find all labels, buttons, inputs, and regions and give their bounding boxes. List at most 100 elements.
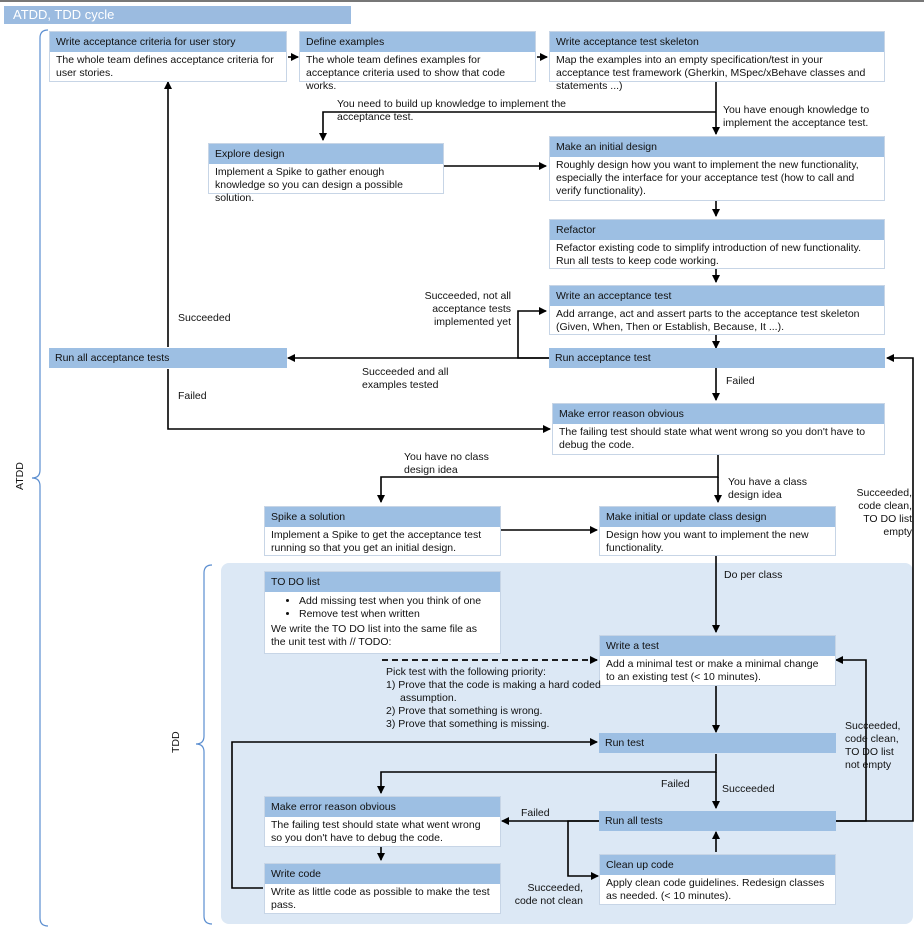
bar-run-all-tests[interactable]: Run all tests: [599, 811, 836, 831]
label-line: 1) Prove that the code is making a hard …: [386, 679, 601, 691]
arrow-run-all-clean-up: [567, 820, 600, 880]
box-title: Clean up code: [600, 855, 835, 875]
box-write-a-test[interactable]: Write a test Add a minimal test or make …: [599, 635, 836, 686]
label-line: design idea: [404, 464, 458, 476]
label-line: implemented yet: [433, 316, 511, 328]
box-body: Map the examples into an empty specifica…: [556, 54, 866, 92]
label-line: code not clean: [514, 895, 583, 907]
label-line: 2) Prove that something is wrong.: [386, 705, 543, 717]
bar-run-all-acceptance-tests[interactable]: Run all acceptance tests: [49, 348, 287, 368]
label-line: implement the acceptance test.: [723, 117, 869, 129]
side-braces: [31, 29, 213, 927]
box-spike-a-solution[interactable]: Spike a solution Implement a Spike to ge…: [264, 506, 501, 556]
label-succeeded-left: Succeeded: [178, 312, 231, 324]
label-line: TO DO list: [863, 513, 912, 525]
box-make-initial-design[interactable]: Make an initial design Roughly design ho…: [549, 136, 885, 201]
label-failed-run-all: Failed: [521, 807, 550, 819]
label-code-not-clean: Succeeded, code not clean: [505, 882, 583, 908]
label-line: You have no class: [404, 451, 489, 463]
box-body: The failing test should state what went …: [559, 426, 866, 451]
top-rule: [0, 0, 924, 2]
box-title: Write an acceptance test: [550, 286, 884, 306]
arrow-run-acc-write-acc: [517, 307, 550, 359]
box-body: Design how you want to implement the new…: [606, 529, 809, 554]
label-line: TO DO list: [845, 746, 894, 758]
label-line: Pick test with the following priority:: [386, 666, 546, 678]
todo-item: Remove test when written: [299, 608, 494, 621]
box-body: Roughly design how you want to implement…: [556, 159, 859, 197]
label-clean-todo-not-empty: Succeeded, code clean, TO DO list not em…: [845, 720, 900, 772]
box-body: Write as little code as possible to make…: [271, 886, 490, 911]
box-title: Write acceptance criteria for user story: [50, 32, 286, 52]
label-succeeded-run-test: Succeeded: [722, 783, 775, 795]
bar-run-test[interactable]: Run test: [599, 733, 836, 753]
diagram-title: ATDD, TDD cycle: [4, 6, 351, 24]
box-body: Refactor existing code to simplify intro…: [556, 242, 862, 267]
box-body: Add missing test when you think of one R…: [265, 592, 500, 651]
label-class-idea: You have a class design idea: [728, 476, 807, 502]
box-title: Make error reason obvious: [553, 404, 884, 424]
bar-run-acceptance-test[interactable]: Run acceptance test: [549, 348, 885, 368]
label-line: Succeeded,: [845, 720, 901, 732]
box-title: Refactor: [550, 220, 884, 240]
box-title: Make error reason obvious: [265, 797, 500, 817]
label-line: empty: [883, 526, 912, 538]
todo-item: Add missing test when you think of one: [299, 595, 494, 608]
label-not-all-implemented: Succeeded, not all acceptance tests impl…: [410, 290, 511, 329]
box-body: Add arrange, act and assert parts to the…: [556, 308, 860, 333]
box-class-design[interactable]: Make initial or update class design Desi…: [599, 506, 836, 556]
label-line: assumption.: [400, 692, 457, 704]
arrow-error-spike: [377, 455, 719, 503]
label-line: design idea: [728, 489, 782, 501]
todo-items: Add missing test when you think of one R…: [271, 595, 494, 621]
atdd-label: ATDD: [14, 462, 26, 490]
box-make-error-reason-obvious-atdd[interactable]: Make error reason obvious The failing te…: [552, 403, 885, 455]
label-need-knowledge: You need to build up knowledge to implem…: [337, 98, 566, 124]
todo-note: We write the TO DO list into the same fi…: [271, 623, 477, 648]
label-line: 3) Prove that something is missing.: [386, 718, 550, 730]
box-title: Explore design: [209, 144, 443, 164]
tdd-brace: [195, 564, 213, 925]
label-line: Succeeded,: [856, 487, 912, 499]
atdd-brace: [31, 29, 49, 927]
label-failed-acceptance: Failed: [726, 375, 755, 387]
box-write-acceptance-test-skeleton[interactable]: Write acceptance test skeleton Map the e…: [549, 31, 885, 92]
box-body: The failing test should state what went …: [271, 819, 481, 844]
box-title: Make an initial design: [550, 137, 884, 157]
arrow-skeleton-explore: [319, 111, 716, 141]
label-line: Succeeded and all: [362, 366, 449, 378]
box-clean-up-code[interactable]: Clean up code Apply clean code guideline…: [599, 854, 836, 905]
label-clean-todo-empty: Succeeded, code clean, TO DO list empty: [840, 487, 912, 539]
box-body: Add a minimal test or make a minimal cha…: [606, 658, 819, 683]
label-enough-knowledge: You have enough knowledge to implement t…: [723, 104, 869, 130]
box-define-examples[interactable]: Define examples The whole team defines e…: [299, 31, 536, 92]
arrow-run-all-run-acc: [836, 354, 914, 822]
box-write-acceptance-criteria[interactable]: Write acceptance criteria for user story…: [49, 31, 287, 82]
box-make-error-reason-obvious-tdd[interactable]: Make error reason obvious The failing te…: [264, 796, 501, 847]
label-line: You have a class: [728, 476, 808, 488]
label-all-examples-tested: Succeeded and all examples tested: [362, 366, 448, 392]
label-line: acceptance test.: [337, 111, 414, 123]
box-title: Make initial or update class design: [600, 507, 835, 527]
box-write-an-acceptance-test[interactable]: Write an acceptance test Add arrange, ac…: [549, 285, 885, 335]
box-title: Write acceptance test skeleton: [550, 32, 884, 52]
box-explore-design[interactable]: Explore design Implement a Spike to gath…: [208, 143, 444, 204]
box-body: The whole team defines acceptance criter…: [56, 54, 274, 79]
box-write-code[interactable]: Write code Write as little code as possi…: [264, 863, 501, 914]
box-body: Apply clean code guidelines. Redesign cl…: [606, 877, 825, 902]
label-line: You need to build up knowledge to implem…: [337, 98, 567, 110]
tdd-label: TDD: [170, 731, 182, 753]
box-title: Define examples: [300, 32, 535, 52]
label-line: Succeeded, not all: [424, 290, 511, 302]
box-title: Write a test: [600, 636, 835, 656]
arrow-write-code-run-test: [231, 738, 598, 889]
box-todo-list[interactable]: TO DO list Add missing test when you thi…: [264, 571, 501, 654]
box-refactor[interactable]: Refactor Refactor existing code to simpl…: [549, 219, 885, 269]
box-body: The whole team defines examples for acce…: [306, 54, 506, 92]
label-failed-left: Failed: [178, 390, 207, 402]
label-no-class-idea: You have no class design idea: [404, 451, 489, 477]
label-do-per-class: Do per class: [724, 569, 783, 581]
label-line: acceptance tests: [432, 303, 511, 315]
label-line: You have enough knowledge to: [723, 104, 870, 116]
